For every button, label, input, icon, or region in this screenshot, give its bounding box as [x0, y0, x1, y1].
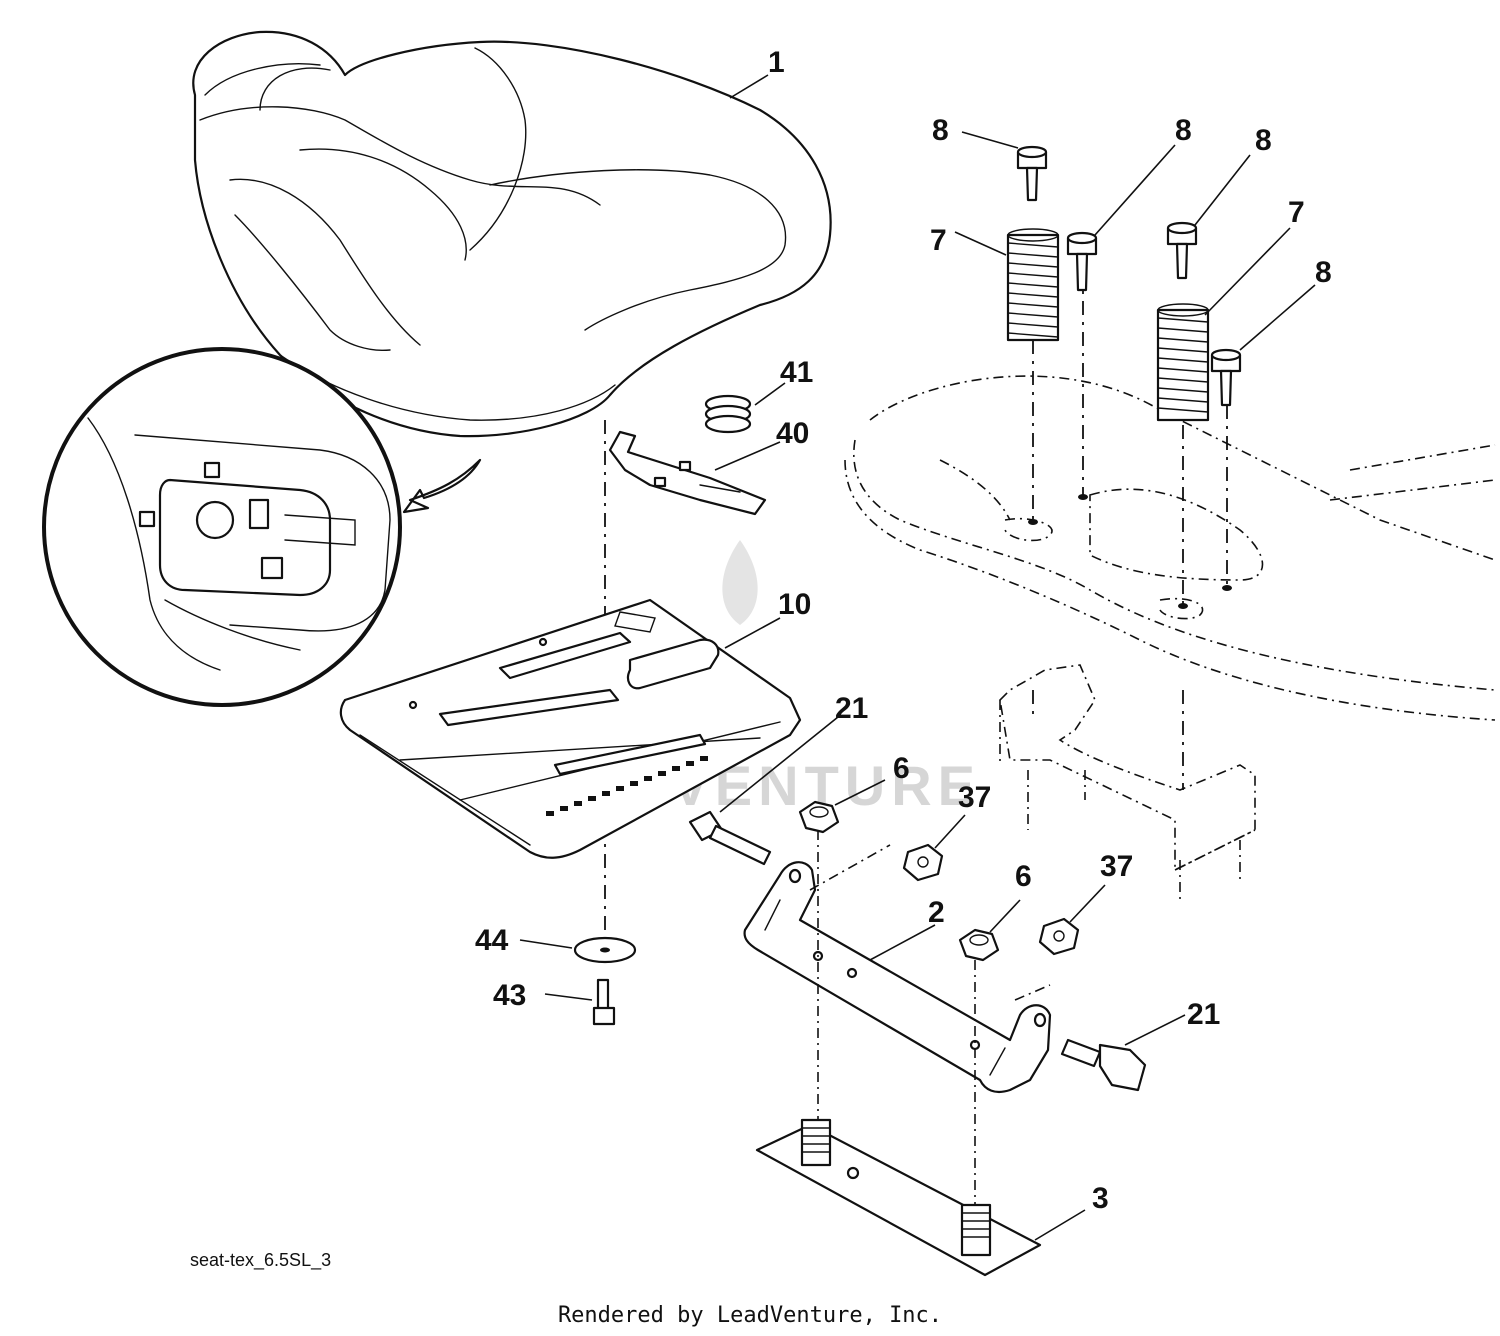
part-8-bolt-3 [1166, 221, 1198, 280]
callout-43: 43 [493, 979, 526, 1012]
callout-8-3: 8 [1255, 124, 1272, 157]
callout-8-1: 8 [932, 114, 949, 147]
drawing-code: seat-tex_6.5SL_3 [190, 1250, 332, 1270]
part-7-spring-left [1006, 228, 1060, 342]
seat-pan-slots [546, 756, 708, 816]
callout-8-2: 8 [1175, 114, 1192, 147]
footer-credit: Rendered by LeadVenture, Inc. [557, 1303, 943, 1328]
callout-2: 2 [928, 896, 945, 929]
part-41-spring [704, 394, 752, 434]
callout-37-left: 37 [958, 781, 991, 814]
callout-44: 44 [475, 924, 509, 957]
callout-3: 3 [1092, 1182, 1109, 1215]
part-37-nut-left [902, 843, 944, 882]
callout-7-left: 7 [930, 224, 947, 257]
part-43-bolt [592, 978, 616, 1026]
part-21-bolt-right [1060, 1038, 1147, 1092]
part-21-bolt-left [688, 810, 772, 866]
part-8-bolt-1 [1016, 145, 1048, 202]
part-40-bracket [608, 430, 767, 516]
callout-7-right: 7 [1288, 196, 1305, 229]
part-2-bracket [743, 861, 1052, 1094]
chassis-outline [844, 375, 1496, 900]
callout-21-left: 21 [835, 692, 868, 725]
callout-6-right: 6 [1015, 860, 1032, 893]
part-3-plate [755, 1118, 1042, 1277]
part-8-bolt-2 [1066, 231, 1098, 292]
part-6-nut-left [798, 800, 840, 834]
part-44-washer [573, 936, 637, 964]
callout-41: 41 [780, 356, 813, 389]
callout-37-right: 37 [1100, 850, 1133, 883]
part-7-spring-right [1156, 303, 1210, 422]
detail-view [42, 347, 482, 707]
callout-40: 40 [776, 417, 809, 450]
part-37-nut-right [1038, 917, 1080, 956]
part-8-bolt-4 [1210, 348, 1242, 407]
callout-10: 10 [778, 588, 811, 621]
callout-8-4: 8 [1315, 256, 1332, 289]
part-6-nut-right [958, 928, 1000, 962]
part-10-seat-pan [339, 598, 802, 859]
callout-6-left: 6 [893, 752, 910, 785]
callout-21-right: 21 [1187, 998, 1220, 1031]
callout-1: 1 [768, 46, 785, 79]
